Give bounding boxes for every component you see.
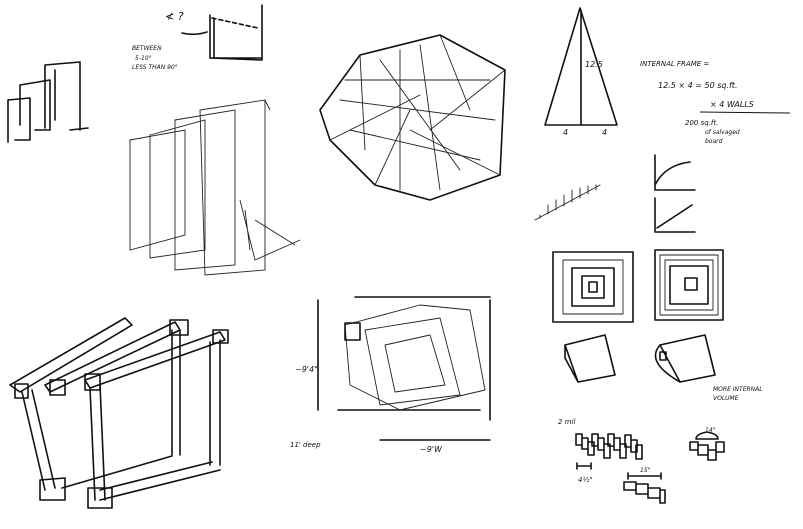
volume-note-line1: MORE INTERNAL [713, 386, 763, 393]
concentric-squares-left [552, 251, 634, 323]
calc-line5: board [705, 138, 723, 145]
triangle-diagram [544, 7, 618, 126]
angle-range-line1: BETWEEN [132, 45, 162, 52]
calc-line2: × 4 WALLS [710, 100, 754, 109]
boards-label: 2 mil [558, 418, 575, 426]
boards-span2-label: 14" [705, 427, 716, 434]
angle-detail-sketch [181, 4, 263, 61]
rotated-plan-sketch [317, 296, 491, 441]
plan-depth-label: 11' deep [290, 441, 321, 449]
triangle-base-left-label: 4 [563, 128, 568, 137]
layered-panels-sketch [129, 99, 301, 276]
calc-line1: 12.5 × 4 = 50 sq.ft. [658, 81, 738, 90]
plan-width-label: ~9'W [420, 445, 443, 454]
angle-range-line3: LESS THAN 90° [132, 64, 178, 71]
area-calculation: INTERNAL FRAME = 12.5 × 4 = 50 sq.ft. × … [640, 60, 791, 145]
volume-sketches [564, 334, 716, 383]
small-frame-sketch [7, 61, 89, 143]
calc-line4: of salvaged [705, 129, 740, 136]
calc-title: INTERNAL FRAME = [640, 60, 709, 68]
plan-height-label: ~9'4" [295, 365, 318, 374]
twisted-volume-sketch [319, 34, 506, 201]
angle-range-line2: 5-10° [135, 55, 152, 62]
volume-note-line2: VOLUME [713, 395, 739, 402]
triangle-height-label: 12.5 [585, 60, 603, 69]
calc-line3: 200 sq.ft. [685, 119, 718, 127]
triangle-base-right-label: 4 [602, 128, 607, 137]
concentric-squares-right [654, 249, 724, 321]
large-frame-sketch [9, 317, 229, 509]
graph-sketches [534, 154, 696, 233]
boards-spacing-label: 4½" [578, 476, 592, 484]
board-pattern-sketches [575, 431, 725, 504]
angle-note: ≮ ? [165, 10, 184, 23]
boards-span1-label: 15" [640, 467, 651, 474]
